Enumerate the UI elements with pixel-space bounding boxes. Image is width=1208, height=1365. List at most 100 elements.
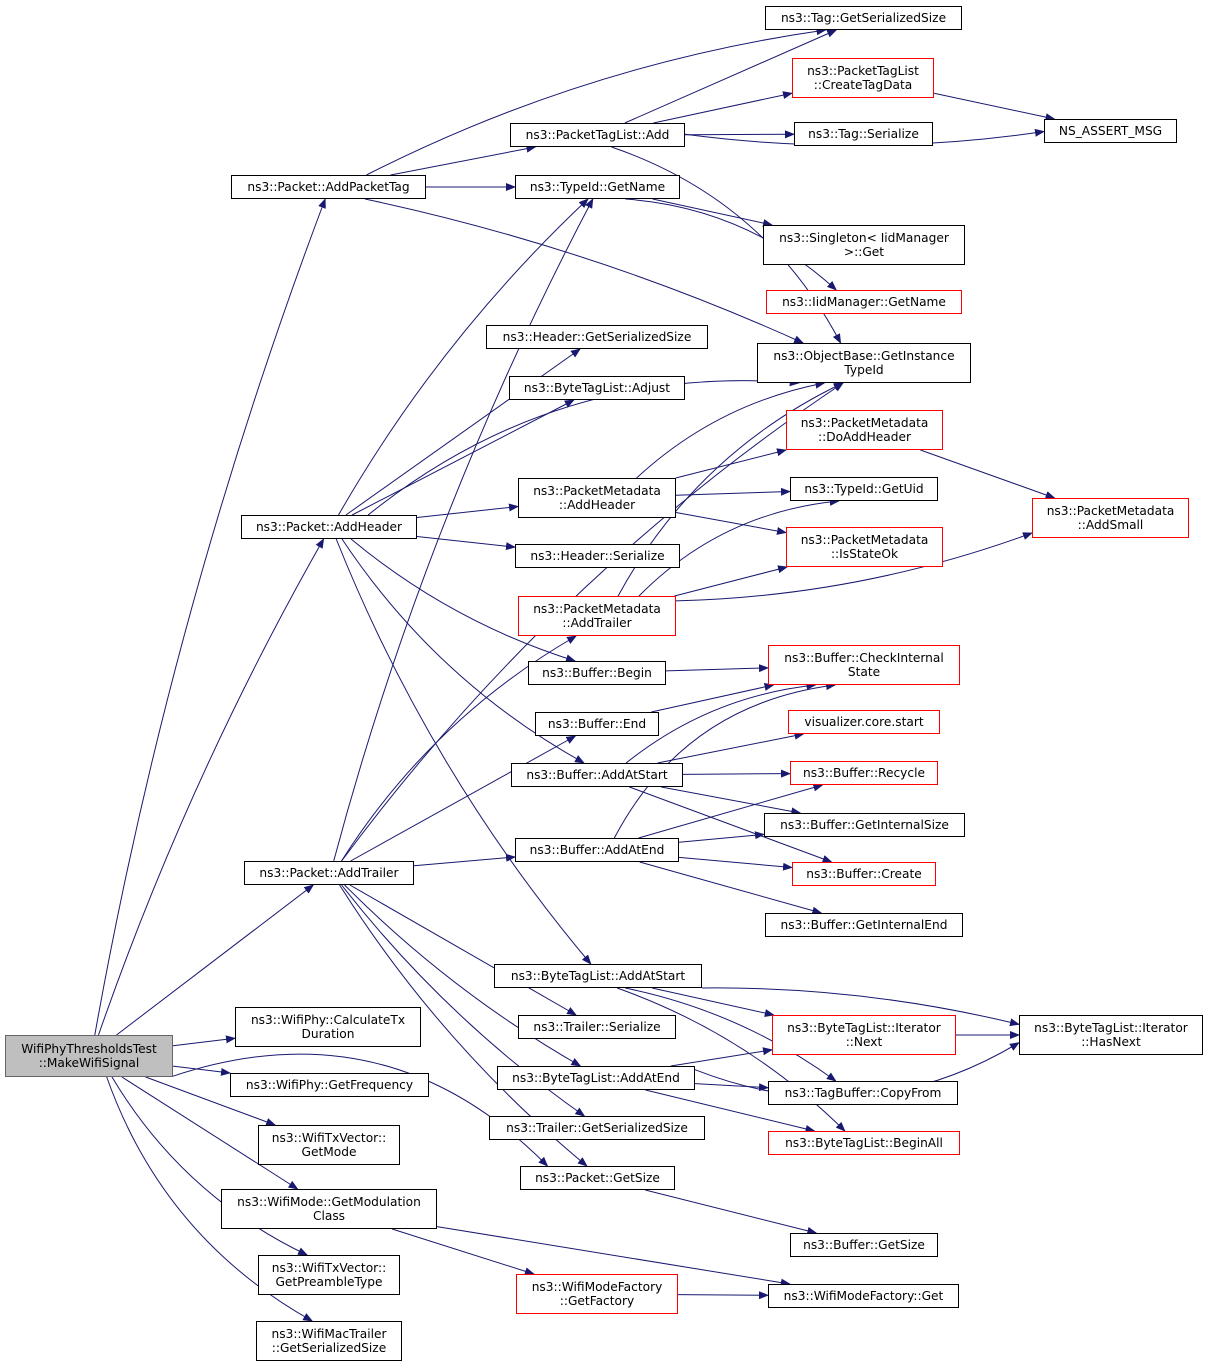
node-tagbufcopy[interactable]: ns3::TagBuffer::CopyFrom <box>768 1081 958 1105</box>
node-btladdatstart[interactable]: ns3::ByteTagList::AddAtStart <box>494 964 702 988</box>
edge-pmdoaddheader-to-pmaddsmall <box>920 449 1056 499</box>
node-pmaddtrailer[interactable]: ns3::PacketMetadata ::AddTrailer <box>518 596 676 636</box>
edge-addheader-to-btladdatstart <box>335 538 592 965</box>
node-taggss[interactable]: ns3::Tag::GetSerializedSize <box>765 6 962 30</box>
edge-addtrailer-to-trailerser <box>349 884 577 1016</box>
node-bufgie[interactable]: ns3::Buffer::GetInternalEnd <box>765 913 963 937</box>
edge-addtrailer-to-bufaddatend <box>413 853 516 867</box>
edge-addtrailer-to-bufend <box>350 735 577 862</box>
node-bufgis[interactable]: ns3::Buffer::GetInternalSize <box>764 813 965 837</box>
edge-btladdatstart-to-btlbeginall <box>616 987 846 1132</box>
edge-btladdatend-to-tagbufcopy <box>694 1083 769 1092</box>
edge-addheader-to-headergss <box>345 348 581 516</box>
node-headerser[interactable]: ns3::Header::Serialize <box>515 544 680 568</box>
edge-bufaddatend-to-bufcreate <box>678 856 793 871</box>
edge-getmodclass-to-getfactory <box>391 1228 535 1276</box>
node-mactrailer[interactable]: ns3::WifiMacTrailer ::GetSerializedSize <box>256 1321 402 1361</box>
edge-pmaddtrailer-to-typeidgetuid <box>638 497 840 597</box>
node-trailergss[interactable]: ns3::Trailer::GetSerializedSize <box>489 1116 705 1140</box>
edge-root-to-getfreq <box>172 1065 231 1076</box>
edge-layer <box>94 27 1056 1322</box>
node-ptladd[interactable]: ns3::PacketTagList::Add <box>510 123 685 147</box>
edge-bufbegin-to-bufcheck <box>665 664 769 673</box>
edge-typeidgetname-to-iidgetname <box>625 198 837 291</box>
node-bufgetsize[interactable]: ns3::Buffer::GetSize <box>790 1233 938 1257</box>
node-getmode[interactable]: ns3::WifiTxVector:: GetMode <box>258 1125 400 1165</box>
node-pmaddheader[interactable]: ns3::PacketMetadata ::AddHeader <box>518 478 676 518</box>
node-bufend[interactable]: ns3::Buffer::End <box>535 712 659 736</box>
node-root[interactable]: WifiPhyThresholdsTest ::MakeWifiSignal <box>5 1035 173 1077</box>
node-bufcheck[interactable]: ns3::Buffer::CheckInternal State <box>768 645 960 685</box>
edge-addheader-to-bufbegin <box>350 538 576 663</box>
node-bufaddatstart[interactable]: ns3::Buffer::AddAtStart <box>511 763 683 787</box>
edge-bufaddatend-to-bufcheck <box>613 682 837 839</box>
node-addheader[interactable]: ns3::Packet::AddHeader <box>241 515 417 539</box>
edge-root-to-calctx <box>172 1035 236 1047</box>
edge-bufaddatend-to-bufgis <box>678 831 765 843</box>
edge-addpackettag-to-taggss <box>366 27 827 176</box>
node-btladdatend[interactable]: ns3::ByteTagList::AddAtEnd <box>497 1066 695 1090</box>
edge-root-to-getmode <box>145 1076 277 1126</box>
edge-addtrailer-to-typeidgetname <box>333 198 594 862</box>
edge-bufaddatstart-to-bufgis <box>661 786 802 816</box>
node-typeidgetuid[interactable]: ns3::TypeId::GetUid <box>790 477 938 501</box>
edge-addpackettag-to-ptladd <box>390 144 537 176</box>
node-bufrecycle[interactable]: ns3::Buffer::Recycle <box>790 761 938 785</box>
edge-getmodclass-to-wmfget <box>436 1226 791 1287</box>
node-tagser[interactable]: ns3::Tag::Serialize <box>794 122 933 146</box>
node-addtrailer[interactable]: ns3::Packet::AddTrailer <box>244 861 414 885</box>
node-bufbegin[interactable]: ns3::Buffer::Begin <box>528 661 666 685</box>
node-btlithasnext[interactable]: ns3::ByteTagList::Iterator ::HasNext <box>1019 1015 1203 1055</box>
node-getfactory[interactable]: ns3::WifiModeFactory ::GetFactory <box>516 1274 678 1314</box>
node-getpreamble[interactable]: ns3::WifiTxVector:: GetPreambleType <box>258 1255 400 1295</box>
edge-addpackettag-to-obgit <box>364 198 805 344</box>
node-typeidgetname[interactable]: ns3::TypeId::GetName <box>515 175 680 199</box>
node-pmaddsmall[interactable]: ns3::PacketMetadata ::AddSmall <box>1032 498 1189 538</box>
node-singleton[interactable]: ns3::Singleton< IidManager >::Get <box>763 225 965 265</box>
edge-root-to-addpackettag <box>94 198 326 1036</box>
edge-addheader-to-bufaddatstart <box>341 538 585 764</box>
node-pmisstateok[interactable]: ns3::PacketMetadata ::IsStateOk <box>786 527 943 567</box>
edge-root-to-addtrailer <box>116 884 315 1036</box>
edge-bufaddatend-to-bufgie <box>639 861 823 915</box>
edge-root-to-mactrailer <box>106 1076 314 1322</box>
edge-root-to-getpreamble <box>111 1076 309 1256</box>
edge-ptladd-to-taggss <box>624 29 838 124</box>
node-wmfget[interactable]: ns3::WifiModeFactory::Get <box>768 1284 959 1308</box>
edge-root-to-getmodclass <box>121 1076 299 1190</box>
edge-pmaddheader-to-obgit <box>636 380 826 479</box>
node-calctx[interactable]: ns3::WifiPhy::CalculateTx Duration <box>235 1007 421 1047</box>
node-btlitnext[interactable]: ns3::ByteTagList::Iterator ::Next <box>772 1015 956 1055</box>
node-packetgetsize[interactable]: ns3::Packet::GetSize <box>520 1166 675 1190</box>
edge-btladdatstart-to-btlitnext <box>651 987 775 1017</box>
node-bufcreate[interactable]: ns3::Buffer::Create <box>792 862 936 886</box>
edge-pmaddtrailer-to-pmaddsmall <box>675 532 1033 602</box>
node-vizstart[interactable]: visualizer.core.start <box>788 710 940 734</box>
edge-addheader-to-headerser <box>416 536 516 551</box>
edge-bufaddatstart-to-vizstart <box>657 731 805 764</box>
edge-typeidgetname-to-singleton <box>652 198 774 227</box>
node-ptlcreate[interactable]: ns3::PacketTagList ::CreateTagData <box>792 58 934 98</box>
edge-getfactory-to-wmfget <box>677 1291 769 1300</box>
node-bufaddatend[interactable]: ns3::Buffer::AddAtEnd <box>515 838 679 862</box>
node-iidgetname[interactable]: ns3::IidManager::GetName <box>766 290 962 314</box>
node-getfreq[interactable]: ns3::WifiPhy::GetFrequency <box>230 1073 429 1097</box>
edge-bufaddatstart-to-bufcheck <box>625 681 817 764</box>
node-btladjust[interactable]: ns3::ByteTagList::Adjust <box>509 376 685 400</box>
edge-addtrailer-to-pmaddtrailer <box>341 635 577 862</box>
edge-btladdatend-to-btlbeginall <box>645 1089 816 1133</box>
node-getmodclass[interactable]: ns3::WifiMode::GetModulation Class <box>221 1189 437 1229</box>
edge-addheader-to-typeidgetname <box>338 198 589 516</box>
node-addpackettag[interactable]: ns3::Packet::AddPacketTag <box>231 175 426 199</box>
node-btlbeginall[interactable]: ns3::ByteTagList::BeginAll <box>768 1131 960 1155</box>
node-trailerser[interactable]: ns3::Trailer::Serialize <box>518 1015 676 1039</box>
node-obgit[interactable]: ns3::ObjectBase::GetInstance TypeId <box>757 343 971 383</box>
edge-ptlcreate-to-nsassert <box>933 92 1056 122</box>
node-headergss[interactable]: ns3::Header::GetSerializedSize <box>486 325 708 349</box>
edge-packetgetsize-to-bufgetsize <box>645 1189 818 1235</box>
node-pmdoaddheader[interactable]: ns3::PacketMetadata ::DoAddHeader <box>786 410 943 450</box>
node-nsassert[interactable]: NS_ASSERT_MSG <box>1044 119 1177 143</box>
edge-ptladd-to-ptlcreate <box>653 91 793 124</box>
edge-pmaddheader-to-pmisstateok <box>675 512 787 535</box>
